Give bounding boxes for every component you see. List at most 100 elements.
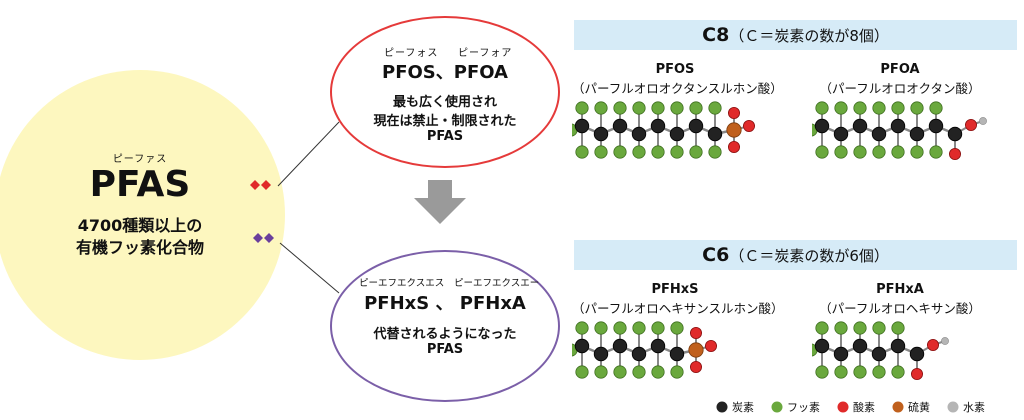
pfas-circle (0, 70, 285, 360)
fluorine-atom (708, 101, 722, 115)
c8-header: C8（Ｃ＝炭素の数が8個） (574, 20, 1017, 50)
fluorine-atom (632, 145, 646, 159)
hydrogen-atom (979, 117, 987, 125)
legend-carbon-item: 炭素 (715, 399, 754, 415)
fluorine-atom (815, 101, 829, 115)
oxygen-atom (742, 119, 755, 132)
c6-header-main: C6 (702, 244, 730, 266)
fluorine-atom (891, 365, 905, 379)
pfas-desc-line2: 有機フッ素化合物 (75, 238, 204, 257)
connector-line-top (277, 121, 340, 187)
pfhxa-molecule (812, 321, 949, 381)
fluorine-atom (708, 145, 722, 159)
fluorine-atom (910, 101, 924, 115)
pfhxs-desc: （パーフルオロヘキサンスルホン酸） (572, 301, 784, 316)
fluorine-atom (632, 321, 646, 335)
pfos-desc: （パーフルオロオクタンスルホン酸） (572, 81, 783, 96)
carbon-atom (928, 118, 944, 134)
fluorine-atom (651, 145, 665, 159)
fluorine-atom (594, 101, 608, 115)
fluorine-atom (689, 145, 703, 159)
legend-sulfur-item: 硫黄 (891, 399, 930, 415)
oxygen-atom (927, 338, 940, 351)
oxygen-atom (727, 106, 740, 119)
oxygen-atom (704, 339, 717, 352)
bottom-ellipse-line2: PFAS (426, 342, 464, 357)
carbon-atom (612, 118, 628, 134)
pfoa-desc: （パーフルオロオクタン酸） (819, 81, 981, 96)
fluorine-atom (853, 145, 867, 159)
red-diamond-2 (261, 180, 271, 190)
oxygen-atom (690, 361, 703, 374)
c6-header: C6（Ｃ＝炭素の数が6個） (574, 240, 1017, 270)
hydrogen-atom-icon (947, 401, 959, 413)
legend-fluorine-item: フッ素 (770, 399, 820, 415)
fluorine-atom (929, 101, 943, 115)
purple-diamond-1 (253, 233, 263, 243)
carbon-atom (669, 126, 685, 142)
fluorine-atom (689, 101, 703, 115)
fluorine-atom (872, 145, 886, 159)
carbon-atom (574, 338, 590, 354)
oxygen-atom (727, 141, 740, 154)
fluorine-atom (853, 365, 867, 379)
fluorine-atom (575, 145, 589, 159)
carbon-atom (890, 338, 906, 354)
fluorine-atom (872, 101, 886, 115)
sulfur-atom (726, 122, 742, 138)
fluorine-atom-icon (771, 401, 783, 413)
fluorine-atom (815, 365, 829, 379)
carbon-atom (833, 126, 849, 142)
legend-label-sulfur: 硫黄 (908, 401, 930, 414)
oxygen-atom (964, 118, 977, 131)
carbon-atom (909, 346, 925, 362)
pfoa-ruby: ピーフォア (458, 48, 513, 59)
carbon-atom (669, 346, 685, 362)
pfhxa-name: PFHxA (876, 282, 924, 297)
oxygen-atom (911, 368, 924, 381)
fluorine-atom (613, 145, 627, 159)
carbon-atom (871, 346, 887, 362)
purple-diamond-2 (264, 233, 274, 243)
pfas-ruby: ピーファス (112, 154, 168, 165)
fluorine-atom (834, 365, 848, 379)
pfhxs-pfhxa-ellipse (330, 250, 560, 402)
legend-label-fluorine: フッ素 (787, 401, 820, 414)
fluorine-atom (834, 101, 848, 115)
fluorine-atom (853, 321, 867, 335)
fluorine-atom (613, 101, 627, 115)
pfhxs-ruby: ピーエフエクスエス (359, 278, 445, 289)
carbon-atom (574, 118, 590, 134)
c8-header-main: C8 (702, 24, 730, 46)
legend-label-hydrogen: 水素 (963, 401, 985, 414)
fluorine-atom (575, 101, 589, 115)
pfoa-name: PFOA (880, 62, 920, 77)
fluorine-atom (651, 101, 665, 115)
pfhxa-ruby: ピーエフエクスエー (454, 278, 540, 289)
carbon-atom (833, 346, 849, 362)
fluorine-atom (834, 145, 848, 159)
fluorine-atom (670, 145, 684, 159)
top-ellipse-line1: 最も広く使用され (392, 95, 497, 110)
down-arrow (414, 180, 466, 224)
oxygen-atom-icon (837, 401, 849, 413)
pfos-pfoa-ellipse (330, 16, 560, 168)
fluorine-atom (670, 101, 684, 115)
oxygen-atom (690, 326, 703, 339)
carbon-atom (852, 338, 868, 354)
legend: 炭素 フッ素 酸素 硫黄 水素 (715, 398, 985, 416)
connector-line-bottom (279, 242, 340, 294)
legend-oxygen-item: 酸素 (836, 399, 875, 415)
sulfur-atom-icon (892, 401, 904, 413)
top-ellipse-line2: 現在は禁止・制限された (373, 114, 517, 129)
carbon-atom (631, 346, 647, 362)
fluorine-atom (872, 321, 886, 335)
carbon-atom (909, 126, 925, 142)
carbon-atom (890, 118, 906, 134)
carbon-atom (612, 338, 628, 354)
fluorine-atom (891, 321, 905, 335)
fluorine-atom (670, 321, 684, 335)
fluorine-atom (891, 101, 905, 115)
c8-header-sub: （Ｃ＝炭素の数が8個） (729, 27, 889, 45)
carbon-atom (707, 126, 723, 142)
